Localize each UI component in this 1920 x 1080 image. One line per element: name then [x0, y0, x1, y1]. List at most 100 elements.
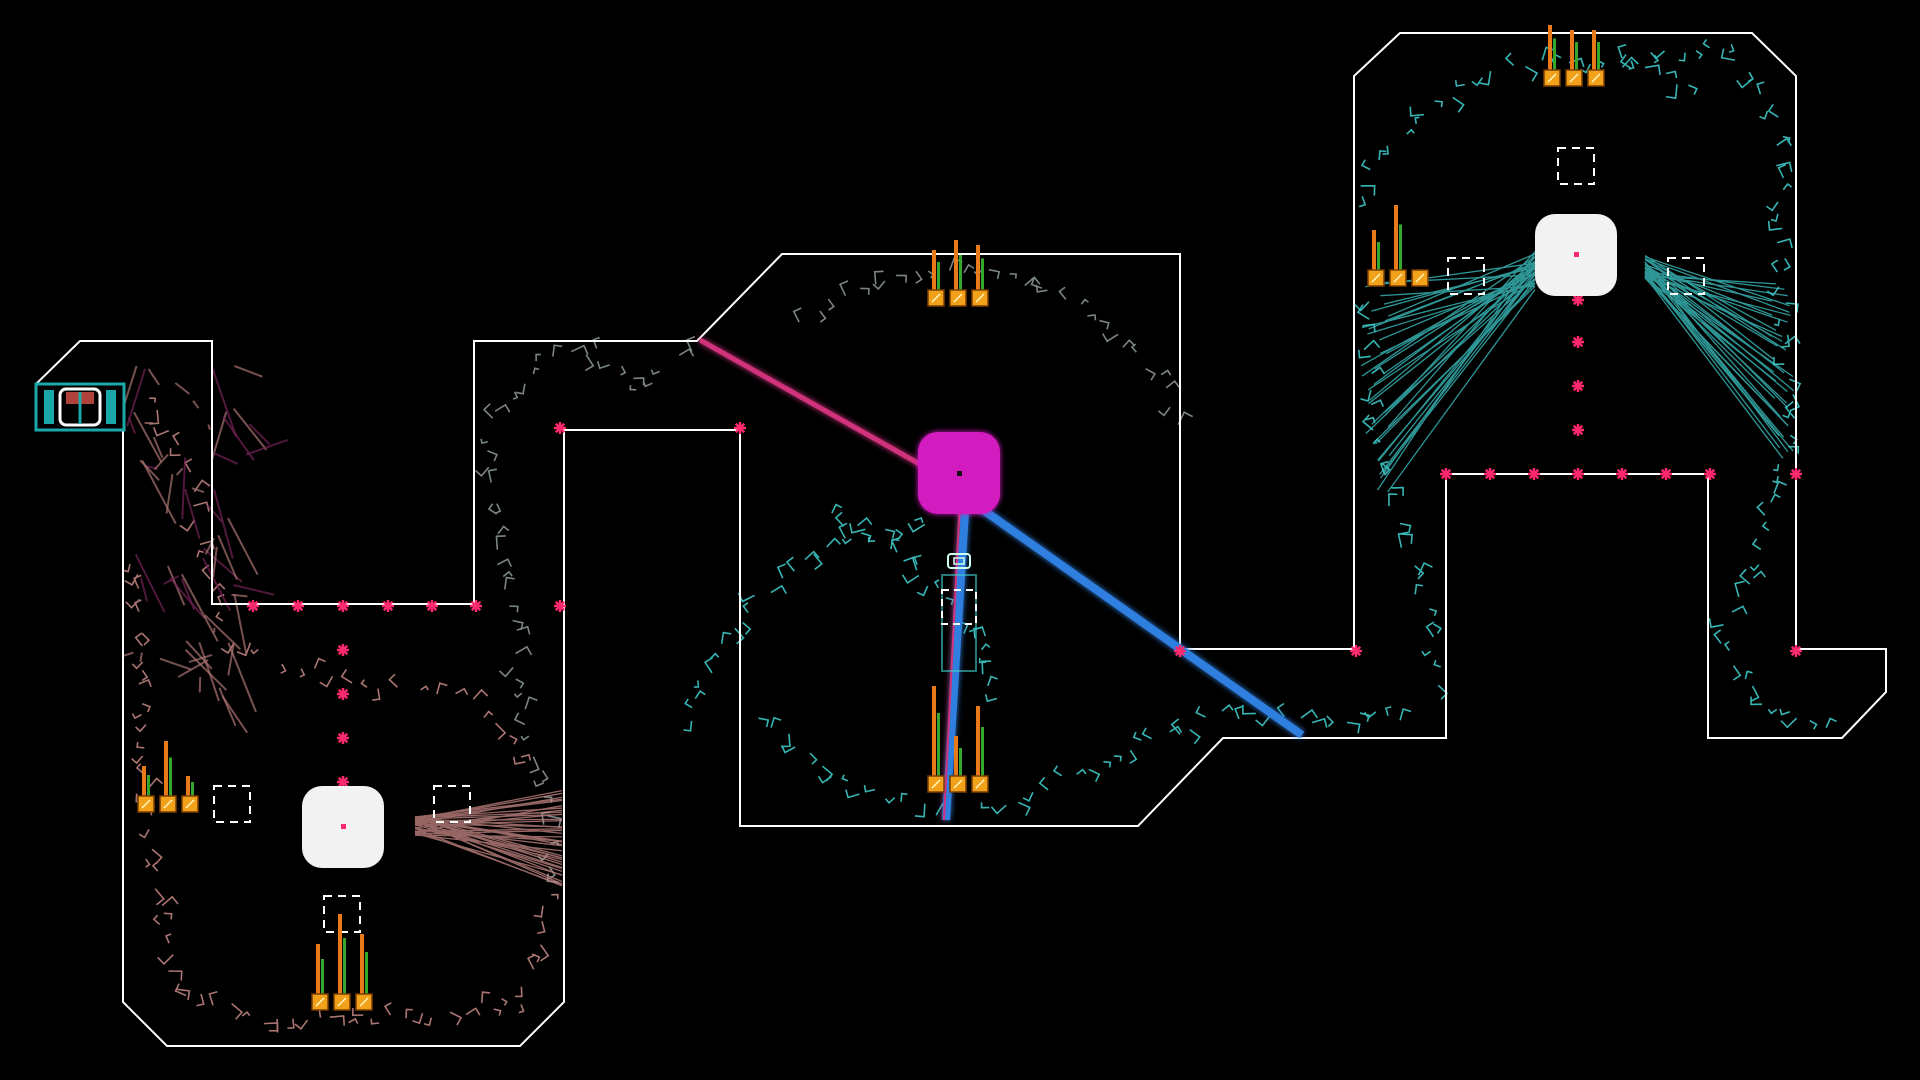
core-node-icon[interactable]: [1535, 214, 1617, 296]
beam-blue-vertical: [942, 494, 970, 821]
exit-door-frame: [34, 382, 126, 432]
trail-streak: [227, 517, 259, 576]
spike-bar: [1372, 230, 1376, 270]
trail-squiggle: [313, 657, 326, 669]
pink-star-marker-icon: [337, 600, 349, 612]
trail-squiggle: [1414, 583, 1424, 595]
crate-mark: [1569, 73, 1579, 83]
trail-squiggle: [885, 528, 896, 539]
crate-mark: [141, 799, 151, 809]
trail-squiggle: [1371, 366, 1385, 375]
pink-star-marker-icon: [1484, 468, 1496, 480]
exit-door-icon[interactable]: [34, 382, 126, 432]
trail-squiggle: [1478, 70, 1492, 86]
trail-squiggle: [420, 685, 430, 691]
trail-squiggle: [1399, 522, 1412, 534]
crate-mark: [1371, 273, 1381, 283]
trail-particles-gray: [475, 257, 1194, 884]
trail-squiggle: [734, 627, 745, 645]
trail-squiggle: [742, 621, 752, 635]
trail-squiggle: [841, 774, 849, 782]
spike-bar: [954, 736, 958, 776]
trail-squiggle: [1767, 103, 1779, 118]
trail-squiggle: [1024, 276, 1041, 287]
trail-squiggle: [436, 682, 448, 695]
fan-ray: [1644, 256, 1790, 307]
marker-stroke: [1572, 468, 1584, 480]
fan-ray: [1387, 253, 1536, 317]
fan-ray: [414, 815, 563, 857]
pink-star-marker-icon: [1174, 645, 1186, 657]
switch-crates: [137, 25, 1605, 1011]
trail-squiggle: [138, 678, 152, 688]
trail-squiggle: [838, 522, 848, 539]
trail-squiggle: [196, 993, 205, 1007]
trail-squiggle: [1170, 718, 1181, 735]
trail-squiggle: [987, 675, 998, 687]
trail-squiggle: [1409, 106, 1425, 117]
trail-squiggle: [1311, 717, 1328, 728]
trail-squiggle: [742, 602, 749, 614]
fan-ray: [414, 830, 563, 886]
trail-squiggle: [1017, 801, 1031, 816]
trail-squiggle: [841, 538, 852, 545]
trail-squiggle: [849, 523, 866, 534]
core-node-icon[interactable]: [302, 786, 384, 868]
pink-star-marker-icon: [1704, 468, 1716, 480]
trail-squiggle: [1429, 608, 1438, 617]
trail-streak: [140, 578, 149, 602]
trail-squiggle: [423, 1017, 433, 1027]
spike-bar: [191, 782, 194, 796]
marker-stroke: [1484, 468, 1496, 480]
trail-squiggle: [535, 353, 541, 362]
core-node-icon[interactable]: [918, 432, 1000, 514]
trail-squiggle: [1414, 565, 1425, 580]
trail-squiggle: [1702, 38, 1711, 49]
crate-group: [137, 741, 199, 813]
pink-star-marker-icon: [1572, 468, 1584, 480]
marker-stroke: [382, 600, 394, 612]
trail-squiggle: [509, 734, 518, 745]
trail-squiggle: [1356, 304, 1370, 320]
trail-squiggle: [1773, 319, 1781, 327]
trail-squiggle: [620, 365, 627, 376]
crate-mark: [953, 293, 963, 303]
trail-squiggle: [1628, 60, 1635, 71]
spike-bar: [360, 934, 364, 994]
trail-streak: [174, 382, 190, 395]
trail-squiggle: [827, 298, 835, 311]
trail-squiggle: [1678, 52, 1686, 62]
trail-squiggle: [1779, 708, 1791, 716]
trail-squiggle: [1378, 149, 1387, 161]
trail-streak: [133, 411, 163, 463]
trail-squiggle: [529, 756, 540, 774]
trail-squiggle: [360, 679, 368, 688]
pink-star-marker-icon: [1790, 645, 1802, 657]
trail-squiggle: [873, 270, 884, 285]
player-drone-icon[interactable]: [941, 553, 977, 672]
trail-streak: [217, 534, 238, 580]
trail-squiggle: [684, 698, 693, 709]
spike-bar: [316, 944, 320, 994]
trail-squiggle: [176, 988, 191, 1001]
trail-squiggle: [1776, 161, 1793, 172]
trail-squiggle: [1744, 670, 1753, 680]
trail-squiggle: [493, 1008, 502, 1016]
spike-bar: [1553, 38, 1556, 70]
fan-ray: [1644, 275, 1784, 459]
player-head: [947, 553, 971, 569]
trail-streak: [202, 557, 232, 612]
trail-squiggle: [131, 755, 144, 765]
spike-bar: [1570, 30, 1574, 70]
trail-squiggle: [1770, 259, 1779, 273]
trail-squiggle: [1433, 623, 1442, 634]
marker-stroke: [1528, 468, 1540, 480]
trail-streak: [180, 573, 219, 642]
trail-squiggle: [539, 944, 550, 962]
core-right-fan-left: [1360, 251, 1536, 493]
trail-squiggle: [1708, 618, 1724, 629]
trail-streak: [180, 578, 196, 610]
trail-squiggle: [1452, 96, 1465, 113]
trail-squiggle: [169, 448, 181, 457]
